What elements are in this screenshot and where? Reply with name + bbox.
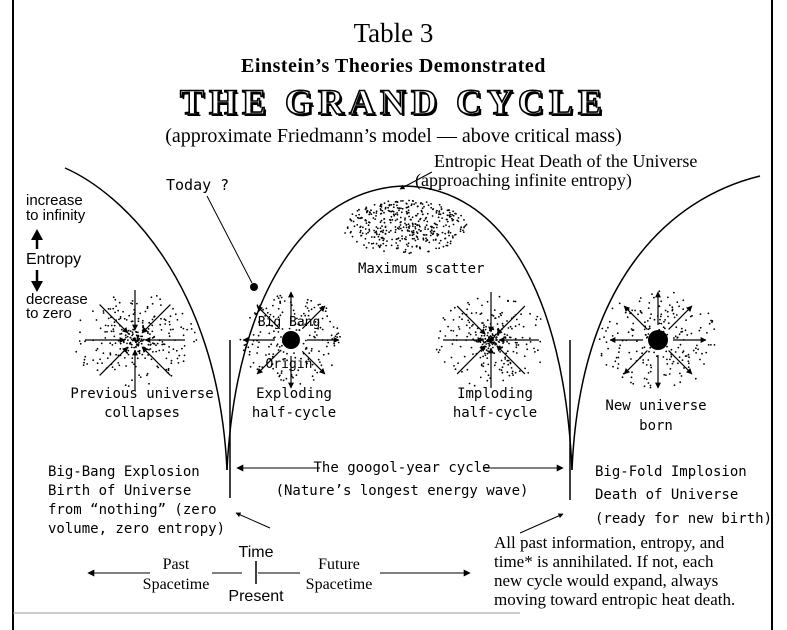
big-bang-label: Big Bang bbox=[258, 315, 321, 330]
annihilation-line-2: time* is annihilated. If not, each bbox=[494, 552, 714, 571]
googol-wave-label: (Nature’s longest energy wave) bbox=[276, 483, 529, 499]
annihilation-line-3: new cycle would expand, always bbox=[494, 571, 718, 590]
figure-subtitle: Einstein’s Theories Demonstrated bbox=[241, 55, 546, 77]
figure-banner: THE GRAND CYCLE bbox=[179, 82, 608, 122]
explosion-line-1: Big-Bang Explosion bbox=[48, 464, 200, 480]
implosion-line-2: Death of Universe bbox=[595, 487, 738, 503]
max-scatter-label: Maximum scatter bbox=[358, 261, 484, 277]
entropy-decrease-label: decrease bbox=[26, 291, 88, 308]
origin-label: Origin bbox=[266, 357, 313, 372]
imploding-caption-1: Imploding bbox=[457, 386, 533, 402]
future-label: Future bbox=[318, 556, 360, 573]
heat-death-sublabel: (approaching infinite entropy) bbox=[415, 170, 632, 191]
exploding-caption-2: half-cycle bbox=[252, 405, 336, 421]
implosion-line-1: Big-Fold Implosion bbox=[595, 464, 747, 480]
annihilation-line-1: All past information, entropy, and bbox=[494, 533, 725, 552]
next-cycle-arc bbox=[571, 175, 761, 471]
heat-death-label: Entropic Heat Death of the Universe bbox=[434, 151, 697, 171]
googol-cycle-label: The googol-year cycle bbox=[313, 460, 490, 476]
new-universe-explosion bbox=[598, 290, 716, 389]
big-bang-explosion bbox=[239, 291, 341, 389]
explosion-line-3: from “nothing” (zero bbox=[48, 502, 217, 518]
exploding-caption-1: Exploding bbox=[256, 386, 332, 402]
future-spacetime-label: Spacetime bbox=[306, 576, 373, 593]
implosion-pointer bbox=[519, 513, 564, 534]
maximum-scatter-particles bbox=[344, 199, 468, 255]
imploding-caption-2: half-cycle bbox=[453, 405, 537, 421]
time-label: Time bbox=[239, 544, 274, 561]
imploding-universe bbox=[435, 292, 542, 388]
past-label: Past bbox=[163, 556, 190, 573]
implosion-line-3: (ready for new birth) bbox=[595, 511, 772, 527]
past-spacetime-label: Spacetime bbox=[143, 576, 210, 593]
previous-cycle-arc bbox=[64, 167, 228, 471]
figure-title: Table 3 bbox=[353, 18, 434, 48]
entropy-label: Entropy bbox=[26, 251, 81, 268]
entropy-zero-label: to zero bbox=[26, 305, 72, 322]
heat-death-pointer bbox=[399, 171, 433, 190]
entropy-infinity-label: to infinity bbox=[26, 207, 86, 224]
today-dot bbox=[250, 283, 258, 291]
entropy-down-arrowhead bbox=[31, 281, 43, 292]
annihilation-line-4: moving toward entropic heat death. bbox=[494, 590, 735, 609]
entropy-increase-label: increase bbox=[26, 192, 83, 209]
new-universe-caption-2: born bbox=[639, 418, 673, 434]
today-label: Today ? bbox=[166, 176, 229, 194]
previous-caption-2: collapses bbox=[104, 405, 180, 421]
explosion-line-4: volume, zero entropy) bbox=[48, 521, 225, 537]
today-pointer bbox=[206, 195, 253, 284]
new-universe-caption-1: New universe bbox=[605, 398, 706, 414]
entropy-up-arrowhead bbox=[31, 229, 43, 240]
figure-caption: (approximate Friedmann’s model — above c… bbox=[165, 125, 622, 147]
present-label: Present bbox=[228, 588, 284, 605]
previous-caption-1: Previous universe bbox=[70, 386, 213, 402]
previous-universe-collapse bbox=[75, 290, 198, 390]
explosion-pointer bbox=[235, 512, 271, 529]
explosion-line-2: Birth of Universe bbox=[48, 483, 191, 499]
